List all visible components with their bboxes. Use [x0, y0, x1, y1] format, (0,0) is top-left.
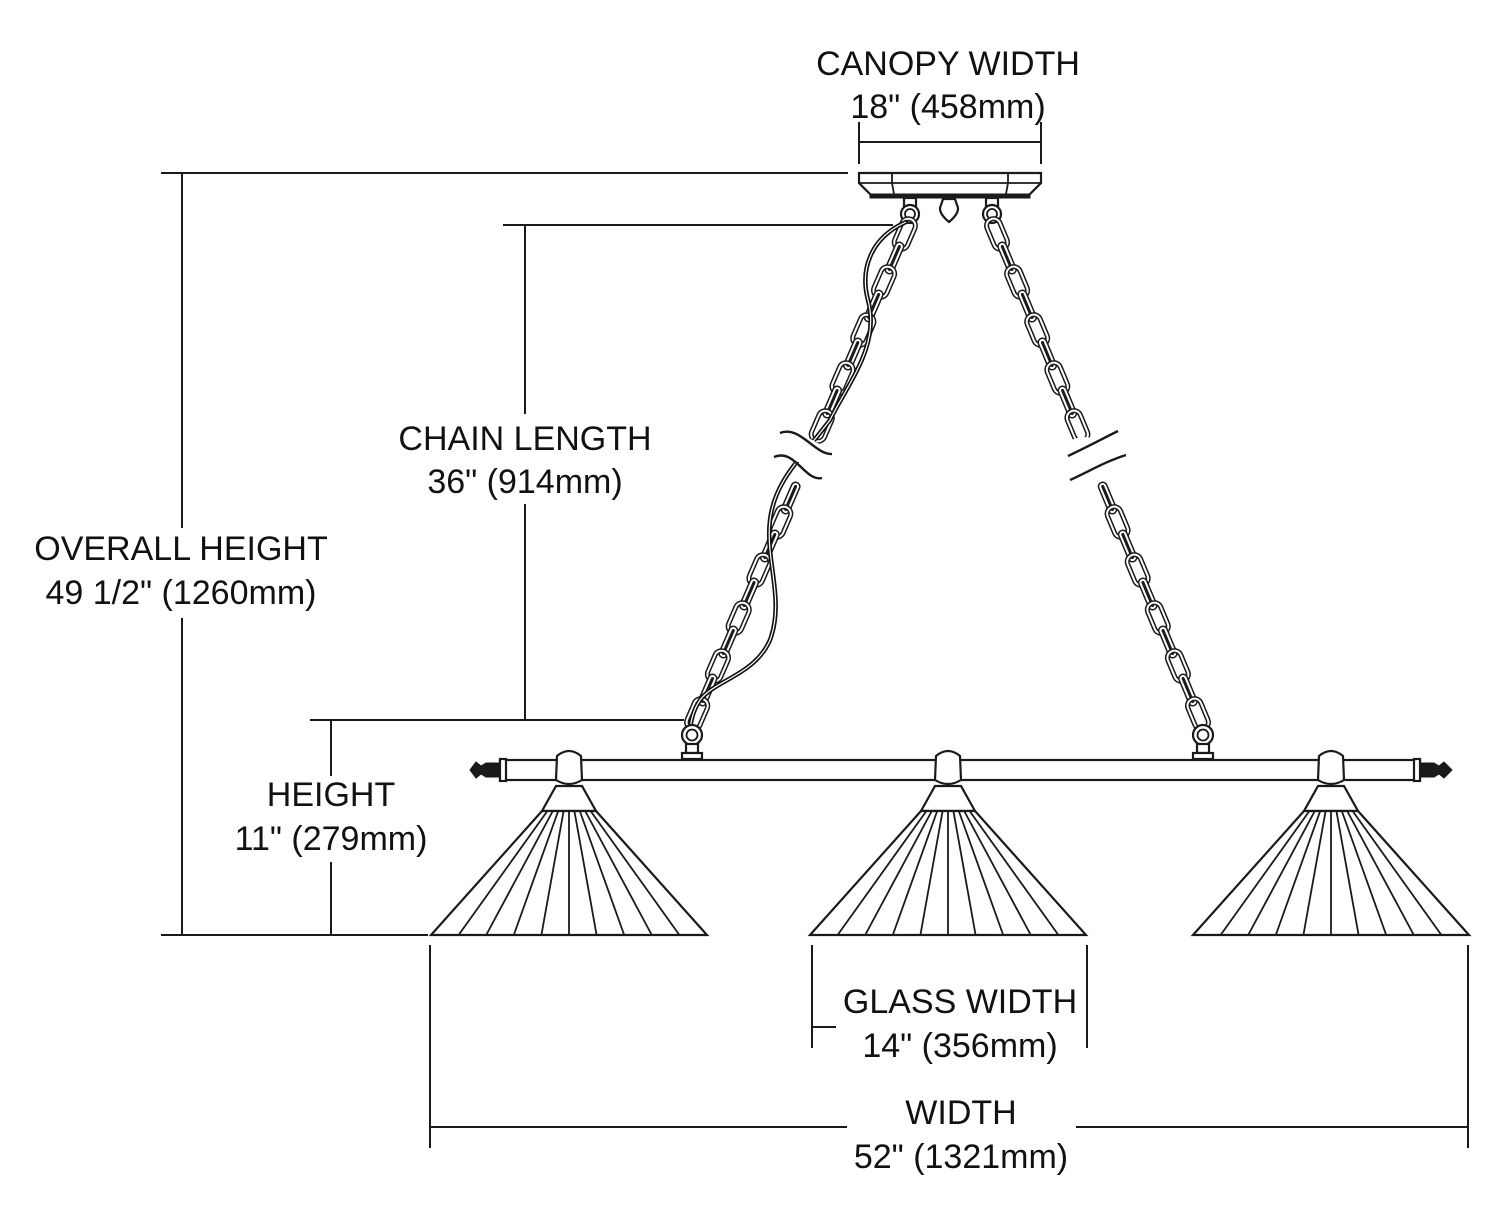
- shade-rib: [1274, 810, 1322, 936]
- knuckle: [554, 749, 584, 786]
- right-finial: [1419, 761, 1453, 779]
- shade-rib: [957, 810, 1005, 936]
- shade-rib: [1219, 810, 1311, 936]
- shade-rib: [573, 810, 598, 936]
- shade-rib: [968, 810, 1060, 936]
- chain-link: [884, 241, 905, 275]
- chain-link: [822, 385, 843, 419]
- shade-rib: [512, 810, 560, 936]
- right-chain: [984, 216, 1211, 732]
- chain-link: [1097, 481, 1118, 515]
- chain-link: [1158, 625, 1178, 659]
- chain-length-dimension: [503, 224, 893, 721]
- width-value: 52" (1321mm): [854, 1138, 1068, 1176]
- shade-rib: [1302, 810, 1327, 936]
- shade-rib: [1351, 810, 1443, 936]
- chain-link: [718, 625, 739, 659]
- overall-height-value: 49 1/2" (1260mm): [46, 574, 317, 612]
- shade-rib: [952, 810, 977, 936]
- canopy-width-title: CANOPY WIDTH: [816, 45, 1080, 83]
- chain-link: [1057, 385, 1078, 419]
- chain-link: [739, 577, 760, 611]
- shade-rib: [836, 810, 928, 936]
- shade-rib: [589, 810, 681, 936]
- left-bar-eye-hook: [680, 723, 704, 761]
- width-dimension: [429, 945, 1469, 1148]
- canopy: [857, 171, 1043, 225]
- dimension-lines: [161, 122, 1469, 1148]
- shade-rib: [1340, 810, 1388, 936]
- glass-shades: [428, 749, 1472, 937]
- shade-cap: [919, 784, 977, 813]
- width-title: WIDTH: [905, 1094, 1016, 1132]
- canopy-width-value: 18" (458mm): [850, 88, 1045, 126]
- glass-width-dimension: [811, 945, 1088, 1048]
- chain-link: [1178, 673, 1198, 707]
- shade-rib: [963, 810, 1032, 936]
- canopy-width-dimension: [858, 122, 1042, 164]
- chain-link: [1037, 337, 1058, 371]
- shade-rib: [919, 810, 944, 936]
- power-cord: [687, 219, 909, 738]
- left-finial: [469, 761, 501, 779]
- right-chain-break-symbol: [1066, 429, 1133, 482]
- shade-cap: [540, 784, 598, 813]
- shade-rib: [578, 810, 626, 936]
- chain-link: [1017, 289, 1037, 323]
- chain-length-value: 36" (914mm): [427, 463, 622, 501]
- glass-width-title: GLASS WIDTH: [843, 983, 1077, 1021]
- glass-shade-1: [428, 749, 710, 937]
- overall-height-title: OVERALL HEIGHT: [34, 530, 327, 568]
- left-chain-break-symbol: [773, 430, 842, 480]
- left-chain: [684, 216, 918, 732]
- height-dimension: [310, 719, 503, 935]
- shade-cap: [1302, 784, 1360, 813]
- height-value: 11" (279mm): [235, 820, 428, 858]
- height-title: HEIGHT: [267, 776, 395, 814]
- chain-link: [1137, 577, 1158, 611]
- glass-shade-2: [807, 749, 1089, 937]
- chain-link: [780, 481, 801, 515]
- shade-rib: [1346, 810, 1415, 936]
- knuckle: [1316, 749, 1346, 786]
- shade-rib: [1247, 810, 1316, 936]
- shade-rib: [540, 810, 565, 936]
- knuckle: [933, 749, 963, 786]
- shade-rib: [485, 810, 554, 936]
- chain-link: [1117, 529, 1138, 563]
- chain-link: [997, 241, 1017, 275]
- shade-rib: [1335, 810, 1360, 936]
- shade-rib: [457, 810, 549, 936]
- shade-rib: [891, 810, 939, 936]
- glass-shade-3: [1190, 749, 1472, 937]
- chain-length-title: CHAIN LENGTH: [398, 420, 651, 458]
- shade-rib: [864, 810, 933, 936]
- right-bar-eye-hook: [1191, 723, 1215, 761]
- shade-rib: [584, 810, 653, 936]
- overall-height-dimension: [161, 172, 848, 936]
- dimension-labels: CANOPY WIDTH 18" (458mm) CHAIN LENGTH 36…: [34, 45, 1080, 1176]
- glass-width-value: 14" (356mm): [862, 1027, 1057, 1065]
- chain-link: [842, 337, 863, 371]
